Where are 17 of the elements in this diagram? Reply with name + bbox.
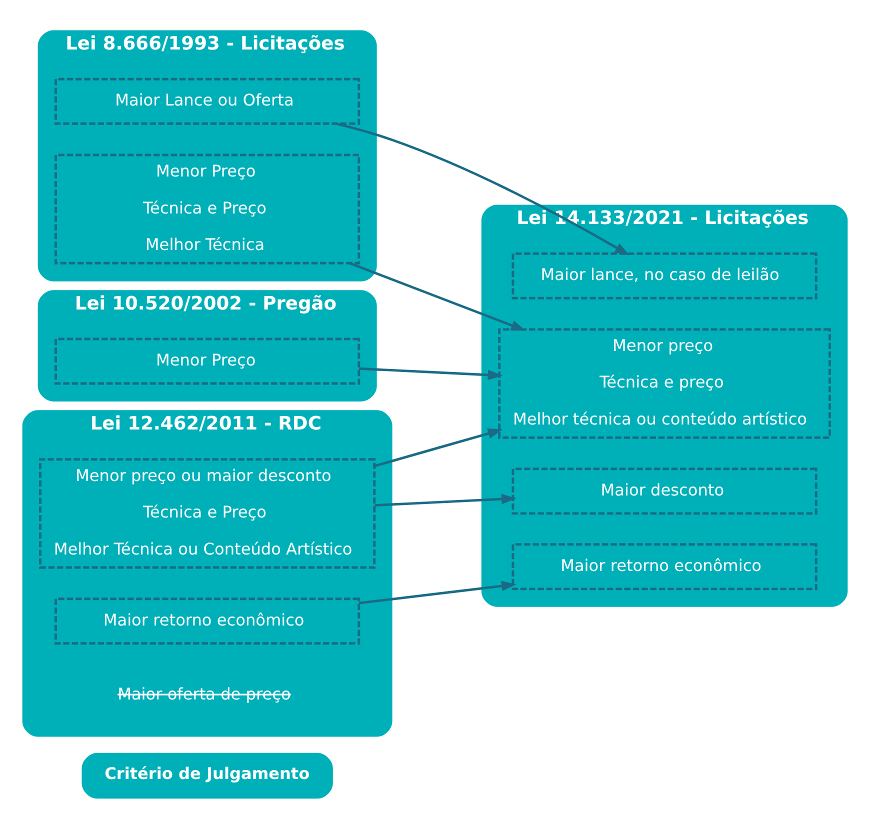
- node-box: Maior desconto: [512, 468, 818, 515]
- label: Maior oferta de preço: [118, 684, 291, 704]
- node-box: Menor Preço: [54, 338, 360, 385]
- node-box: Maior lance, no caso de leilão: [512, 252, 818, 300]
- node-box: Maior retorno econômico: [54, 598, 360, 645]
- arrow: [358, 367, 503, 380]
- node-box: Critério de Julgamento: [82, 752, 333, 799]
- node-box: Menor preço ou maior desconto Técnica e Preço Melhor Técnica ou Conteúdo Artístico: [39, 458, 376, 569]
- arrow: [374, 428, 503, 468]
- arrow: [336, 122, 630, 256]
- arrow: [358, 580, 516, 604]
- node-box: Menor Preço Técnica e Preço Melhor Técnica: [54, 154, 360, 264]
- arrow: [374, 494, 516, 507]
- arrow: [348, 262, 526, 331]
- node-box: Menor preço Técnica e preço Melhor técnica ou conteúdo artístico: [498, 328, 831, 439]
- node-box: Maior Lance ou Oferta: [54, 78, 360, 125]
- node-box: Maior retorno econômico: [512, 543, 818, 590]
